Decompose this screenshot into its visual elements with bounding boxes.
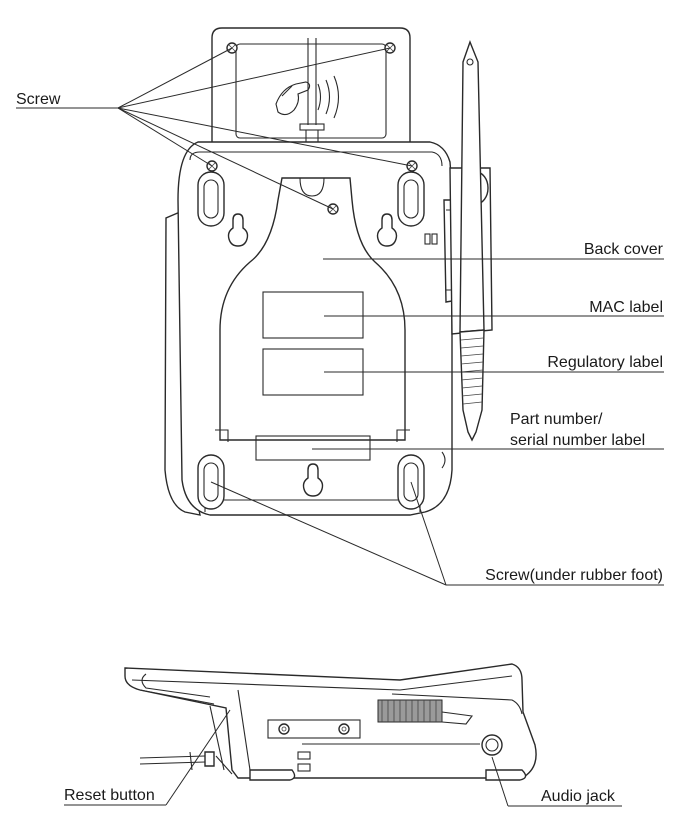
keyhole-right <box>376 213 398 247</box>
label-audio-jack: Audio jack <box>541 788 616 805</box>
label-screw: Screw <box>16 91 61 108</box>
label-screw-under-foot: Screw(under rubber foot) <box>485 567 663 584</box>
back-cover <box>219 177 406 441</box>
label-back-cover: Back cover <box>584 241 664 258</box>
callout-labels: Screw Back cover MAC label Regulatory la… <box>16 91 664 805</box>
keyhole-bottom <box>302 463 324 497</box>
rear-view <box>164 27 493 516</box>
stylus-tether <box>139 705 233 775</box>
side-screw-left <box>278 723 290 735</box>
audio-jack-port <box>481 734 503 756</box>
side-screw-right <box>338 723 350 735</box>
label-mac: MAC label <box>589 299 663 316</box>
label-part-number: Part number/ <box>510 411 603 428</box>
contactless-symbol-icon <box>275 75 340 119</box>
contactless-reader <box>211 27 411 178</box>
mac-label-area <box>262 291 364 339</box>
label-reset-button: Reset button <box>64 787 155 804</box>
side-view <box>124 663 537 781</box>
keyhole-left <box>227 213 249 247</box>
label-serial-number: serial number label <box>510 432 645 449</box>
callout-lines <box>16 47 664 807</box>
stylus <box>459 40 485 442</box>
mounting-slot-top-right <box>397 171 425 227</box>
serial-label-area <box>255 435 371 461</box>
mounting-slot-top-left <box>197 171 225 227</box>
label-regulatory: Regulatory label <box>547 354 663 371</box>
side-body <box>124 663 537 779</box>
